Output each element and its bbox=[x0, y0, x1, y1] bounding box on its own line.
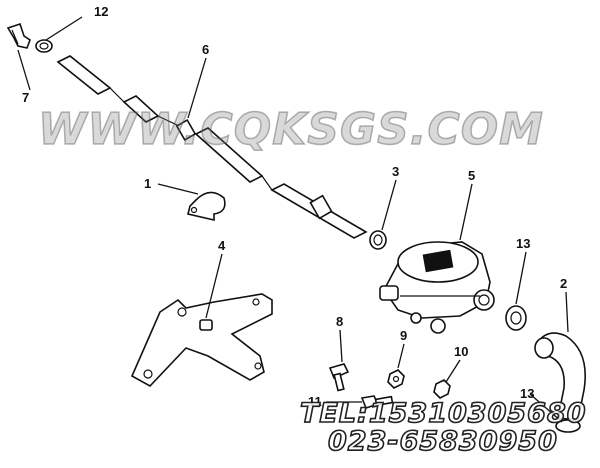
callout-labels: 12 7 6 1 3 5 4 13 2 8 9 10 11 13 bbox=[22, 4, 567, 409]
watermark-phone: 023-65830950 bbox=[327, 425, 558, 458]
hose-clamp-middle bbox=[309, 194, 333, 220]
callout-7: 7 bbox=[22, 90, 29, 105]
part-8-bolt bbox=[328, 363, 350, 392]
callout-5: 5 bbox=[468, 168, 475, 183]
callout-8: 8 bbox=[336, 314, 343, 329]
watermark-telephone: TEL:15310305680 bbox=[299, 397, 587, 430]
part-10-nut bbox=[433, 379, 451, 399]
callout-12: 12 bbox=[94, 4, 108, 19]
part-4-mounting-bracket bbox=[130, 293, 273, 388]
callout-9: 9 bbox=[400, 328, 407, 343]
part-3-clamp-ring bbox=[369, 230, 387, 250]
part-1-p-clip bbox=[187, 191, 226, 222]
callout-3: 3 bbox=[392, 164, 399, 179]
part-12-hose-clamp bbox=[35, 39, 53, 53]
leader-lines bbox=[17, 16, 569, 423]
part-5-breather-housing bbox=[379, 241, 495, 334]
callout-2: 2 bbox=[560, 276, 567, 291]
callout-1: 1 bbox=[144, 176, 151, 191]
callout-11: 11 bbox=[308, 394, 322, 409]
part-13-hose-clamp-upper bbox=[505, 305, 527, 331]
watermark-website: WWW.CQKSGS.COM bbox=[37, 103, 544, 156]
callout-4: 4 bbox=[218, 238, 226, 253]
part-7-elbow-fitting bbox=[6, 22, 31, 49]
callout-10: 10 bbox=[454, 344, 468, 359]
part-6-hose-clamp bbox=[175, 118, 197, 142]
part-13-hose-clamp-lower bbox=[555, 419, 581, 433]
callout-13-lower: 13 bbox=[520, 386, 534, 401]
callout-6: 6 bbox=[202, 42, 209, 57]
callout-13-upper: 13 bbox=[516, 236, 530, 251]
part-11-bolt bbox=[360, 395, 394, 409]
part-9-nut bbox=[387, 369, 405, 389]
part-2-elbow-hose bbox=[534, 332, 586, 421]
